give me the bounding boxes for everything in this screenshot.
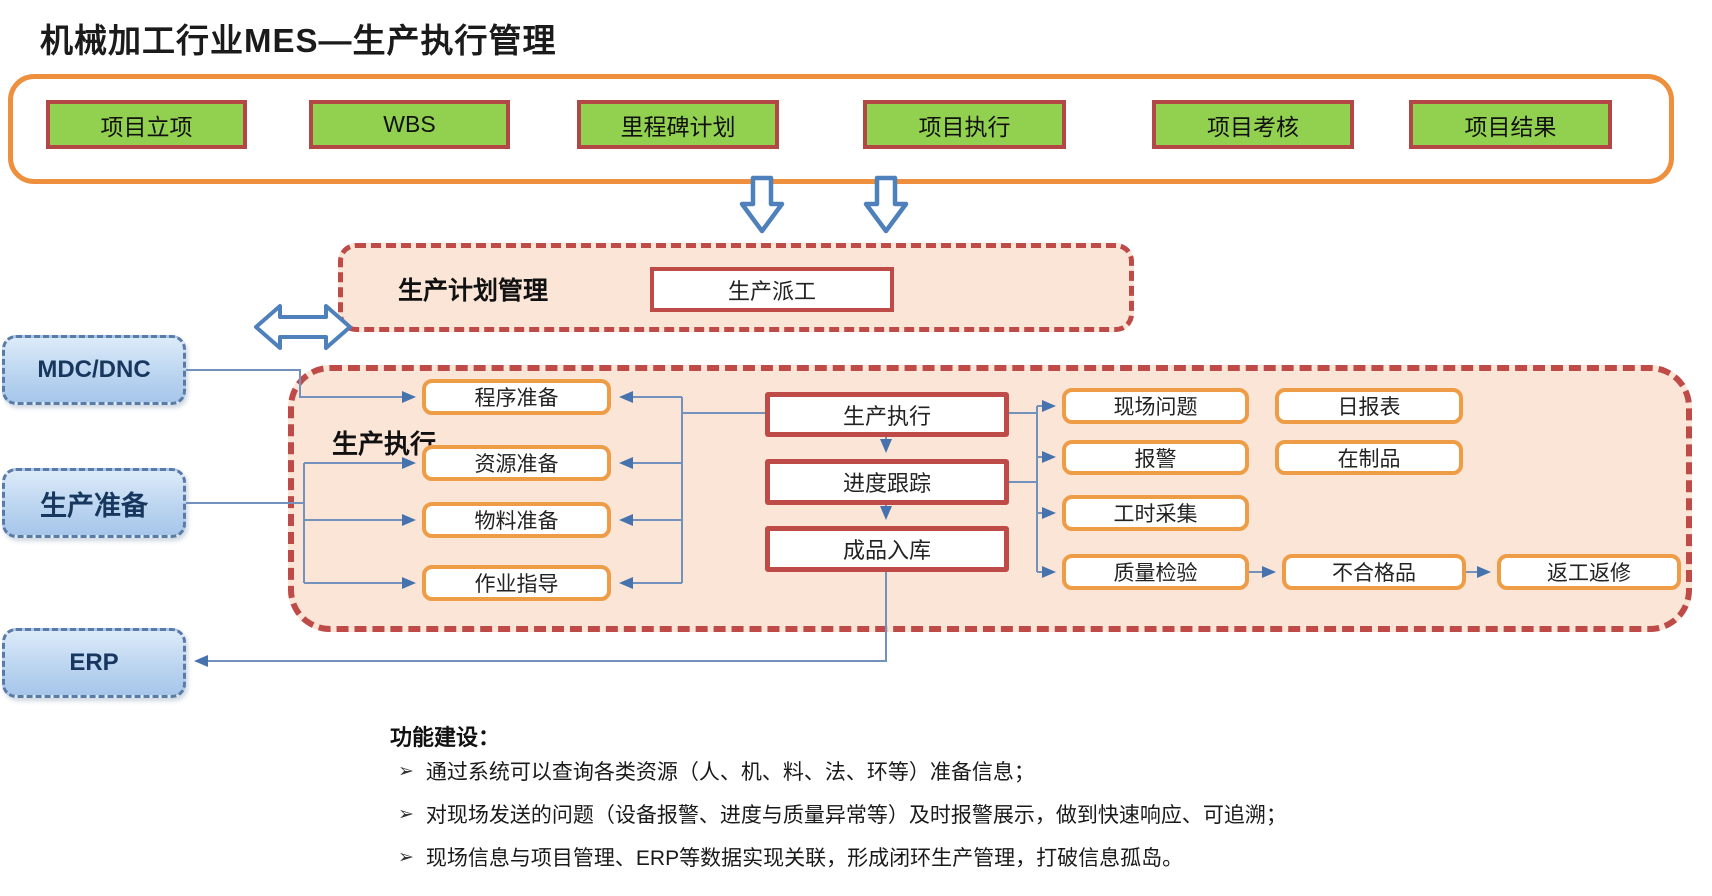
process-label: 生产执行	[842, 403, 931, 429]
prep-box: 资源准备	[422, 445, 611, 481]
report-box: 日报表	[1275, 388, 1463, 424]
prep-label: 资源准备	[474, 453, 559, 476]
prep-label: 物料准备	[474, 510, 559, 533]
bullet-arrow-icon: ➢	[398, 804, 414, 825]
process-box: 成品入库	[765, 526, 1009, 572]
stage-label: 项目结果	[1464, 113, 1557, 140]
project-stage-box: WBS	[309, 100, 510, 149]
system-box-mdc-dnc: MDC/DNC	[2, 335, 186, 405]
notes-heading: 功能建设：	[390, 725, 501, 750]
bullet-arrow-icon: ➢	[398, 847, 414, 868]
note-item: ➢ 对现场发送的问题（设备报警、进度与质量异常等）及时报警展示，做到快速响应、可…	[398, 803, 1658, 828]
stage-label: 项目执行	[918, 113, 1011, 140]
prep-label: 程序准备	[474, 387, 559, 410]
prep-box: 作业指导	[422, 565, 611, 601]
monitor-label: 质量检验	[1113, 562, 1198, 585]
dispatch-label: 生产派工	[727, 278, 816, 304]
note-item: ➢ 通过系统可以查询各类资源（人、机、料、法、环等）准备信息；	[398, 760, 1598, 785]
project-stage-box: 项目立项	[46, 100, 247, 149]
dispatch-box: 生产派工	[650, 267, 894, 312]
project-flow-frame	[8, 74, 1674, 184]
prep-label: 作业指导	[474, 573, 559, 596]
note-text: 现场信息与项目管理、ERP等数据实现关联，形成闭环生产管理，打破信息孤岛。	[425, 847, 1184, 870]
system-box-erp: ERP	[2, 628, 186, 698]
stage-label: 项目考核	[1207, 113, 1299, 140]
system-label: ERP	[69, 649, 119, 676]
plan-panel-label: 生产计划管理	[398, 277, 549, 305]
report-label: 在制品	[1337, 447, 1401, 471]
system-label: MDC/DNC	[37, 356, 151, 383]
stage-label: 里程碑计划	[620, 113, 736, 140]
monitor-box: 质量检验	[1062, 554, 1249, 590]
note-item: ➢ 现场信息与项目管理、ERP等数据实现关联，形成闭环生产管理，打破信息孤岛。	[398, 846, 1598, 871]
down-arrow-icon	[739, 175, 785, 234]
note-text: 通过系统可以查询各类资源（人、机、料、法、环等）准备信息；	[425, 761, 1035, 784]
monitor-box: 现场问题	[1062, 388, 1249, 424]
monitor-label: 工时采集	[1113, 503, 1198, 526]
project-stage-box: 里程碑计划	[577, 100, 779, 149]
down-arrow-icon	[863, 175, 909, 234]
process-box: 进度跟踪	[765, 459, 1009, 505]
page-title: 机械加工行业MES—生产执行管理	[40, 22, 557, 59]
stage-label: 项目立项	[100, 113, 193, 140]
quality-box: 不合格品	[1282, 554, 1466, 590]
note-text: 对现场发送的问题（设备报警、进度与质量异常等）及时报警展示，做到快速响应、可追溯…	[425, 804, 1287, 827]
project-stage-box: 项目考核	[1152, 100, 1354, 149]
monitor-box: 报警	[1062, 440, 1249, 475]
report-label: 日报表	[1337, 396, 1401, 419]
prep-box: 物料准备	[422, 502, 611, 538]
execution-panel-label: 生产执行	[332, 429, 437, 459]
system-box-preparation: 生产准备	[2, 468, 186, 538]
monitor-label: 报警	[1134, 447, 1177, 471]
monitor-label: 现场问题	[1113, 396, 1198, 419]
project-stage-box: 项目执行	[863, 100, 1066, 149]
quality-label: 不合格品	[1332, 562, 1416, 585]
monitor-box: 工时采集	[1062, 495, 1249, 531]
prep-box: 程序准备	[422, 379, 611, 415]
bullet-arrow-icon: ➢	[398, 761, 414, 782]
project-stage-box: 项目结果	[1409, 100, 1612, 149]
process-label: 进度跟踪	[842, 471, 931, 496]
process-label: 成品入库	[842, 538, 931, 563]
process-box: 生产执行	[765, 392, 1009, 437]
system-label: 生产准备	[40, 490, 148, 521]
double-arrow-icon	[254, 304, 352, 350]
stage-label: WBS	[383, 111, 436, 137]
report-box: 在制品	[1275, 440, 1463, 475]
quality-box: 返工返修	[1497, 554, 1681, 590]
quality-label: 返工返修	[1547, 562, 1631, 585]
